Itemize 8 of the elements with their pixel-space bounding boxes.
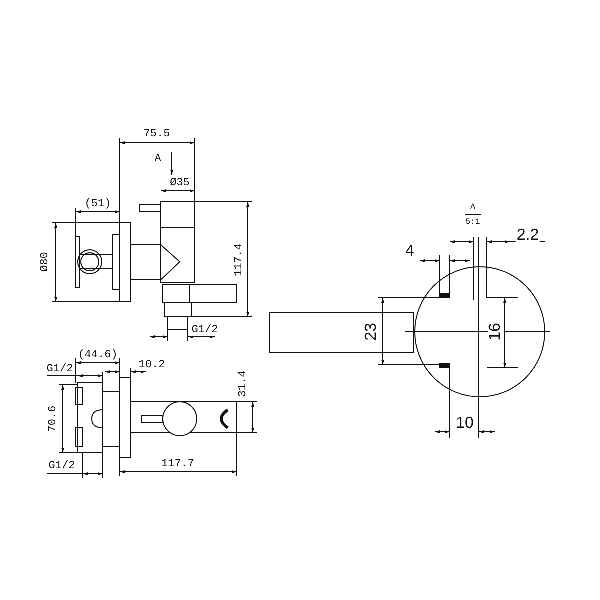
dimension-label: 16 <box>488 322 504 342</box>
dimension-label: (51) <box>84 200 112 210</box>
view-label: A <box>470 204 476 212</box>
dimension-label: 2.2 <box>516 228 540 244</box>
dimension-label: 10.2 <box>138 360 166 372</box>
scale-label: 5:1 <box>464 219 482 227</box>
thread-label: G1/2 <box>190 326 220 336</box>
dimension-label: (44.6) <box>77 350 119 362</box>
